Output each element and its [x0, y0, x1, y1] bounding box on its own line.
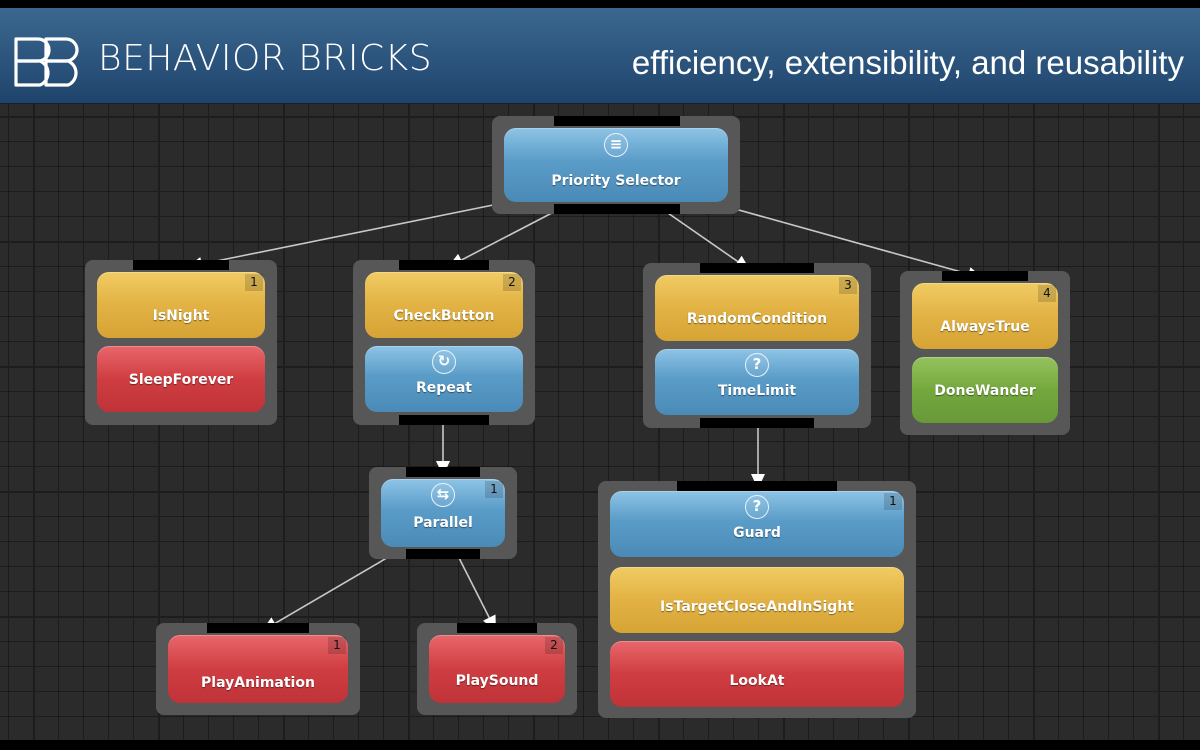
is-night-group[interactable]: 1 IsNight SleepForever [85, 260, 277, 425]
guard-node[interactable]: 1 ? Guard [610, 491, 904, 557]
input-connector[interactable] [399, 260, 489, 270]
done-wander-node[interactable]: DoneWander [912, 357, 1058, 423]
order-badge: 2 [503, 274, 521, 291]
check-button-group[interactable]: 2 CheckButton ↻ Repeat [353, 260, 535, 425]
input-connector[interactable] [207, 623, 309, 633]
play-animation-group[interactable]: 1 PlayAnimation [156, 623, 360, 715]
is-target-close-node[interactable]: IsTargetCloseAndInSight [610, 567, 904, 633]
parallel-icon: ⇆ [431, 483, 455, 507]
node-label: LookAt [729, 673, 785, 689]
behavior-bricks-logo-icon [14, 37, 79, 87]
node-label: PlaySound [455, 673, 539, 689]
header-banner: BEHAVIOR BRICKS efficiency, extensibilit… [0, 8, 1200, 104]
brand-name: BEHAVIOR BRICKS [98, 38, 433, 79]
order-badge: 3 [839, 277, 857, 294]
input-connector[interactable] [700, 263, 814, 273]
guard-group[interactable]: 1 ? Guard IsTargetCloseAndInSight LookAt [598, 481, 916, 718]
tagline: efficiency, extensibility, and reusabili… [631, 44, 1184, 81]
priority-selector-group[interactable]: ≡ Priority Selector [492, 116, 740, 214]
input-connector[interactable] [133, 260, 229, 270]
order-badge: 1 [485, 481, 503, 498]
output-connector[interactable] [554, 204, 680, 214]
node-label: AlwaysTrue [940, 319, 1030, 335]
input-connector[interactable] [406, 467, 480, 477]
time-limit-node[interactable]: ? TimeLimit [655, 349, 859, 415]
node-label: Repeat [416, 380, 472, 396]
repeat-icon: ↻ [432, 350, 456, 374]
play-animation-node[interactable]: 1 PlayAnimation [168, 635, 348, 703]
behavior-tree-canvas[interactable]: ≡ Priority Selector 1 IsNight SleepForev… [0, 104, 1200, 740]
random-condition-node[interactable]: 3 RandomCondition [655, 275, 859, 341]
check-button-node[interactable]: 2 CheckButton [365, 272, 523, 338]
always-true-group[interactable]: 4 AlwaysTrue DoneWander [900, 271, 1070, 435]
play-sound-group[interactable]: 2 PlaySound [417, 623, 577, 715]
random-condition-group[interactable]: 3 RandomCondition ? TimeLimit [643, 263, 871, 428]
sleep-forever-node[interactable]: SleepForever [97, 346, 265, 412]
node-label: IsTargetCloseAndInSight [660, 599, 854, 615]
priority-selector-node[interactable]: ≡ Priority Selector [504, 128, 728, 202]
parallel-group[interactable]: 1 ⇆ Parallel [369, 467, 517, 559]
output-connector[interactable] [406, 549, 480, 559]
parallel-node[interactable]: 1 ⇆ Parallel [381, 479, 505, 547]
priority-icon: ≡ [604, 133, 628, 157]
node-label: CheckButton [393, 308, 495, 324]
node-label: SleepForever [128, 372, 234, 388]
input-connector[interactable] [677, 481, 837, 491]
edge-parallel-to-play-sound [455, 551, 490, 618]
question-icon: ? [745, 353, 769, 377]
order-badge: 1 [884, 493, 902, 510]
output-connector[interactable] [700, 418, 814, 428]
node-label: PlayAnimation [201, 675, 315, 691]
node-label: RandomCondition [686, 311, 828, 327]
edge-priority-selector-to-is-night [201, 201, 509, 265]
input-connector[interactable] [457, 623, 537, 633]
input-connector[interactable] [942, 271, 1028, 281]
always-true-node[interactable]: 4 AlwaysTrue [912, 283, 1058, 349]
node-label: TimeLimit [717, 383, 797, 399]
edge-parallel-to-play-animation [274, 551, 398, 625]
node-label: DoneWander [934, 383, 1036, 399]
order-badge: 1 [245, 274, 263, 291]
question-icon: ? [745, 495, 769, 519]
node-label: Priority Selector [551, 173, 681, 189]
node-label: Guard [733, 525, 781, 541]
is-night-node[interactable]: 1 IsNight [97, 272, 265, 338]
repeat-node[interactable]: ↻ Repeat [365, 346, 523, 412]
play-sound-node[interactable]: 2 PlaySound [429, 635, 565, 703]
input-connector[interactable] [554, 116, 680, 126]
order-badge: 1 [328, 637, 346, 654]
edge-priority-selector-to-always-true [709, 201, 969, 275]
look-at-node[interactable]: LookAt [610, 641, 904, 707]
order-badge: 4 [1038, 285, 1056, 302]
output-connector[interactable] [399, 415, 489, 425]
node-label: IsNight [152, 308, 210, 324]
node-label: Parallel [413, 515, 473, 531]
order-badge: 2 [545, 637, 563, 654]
